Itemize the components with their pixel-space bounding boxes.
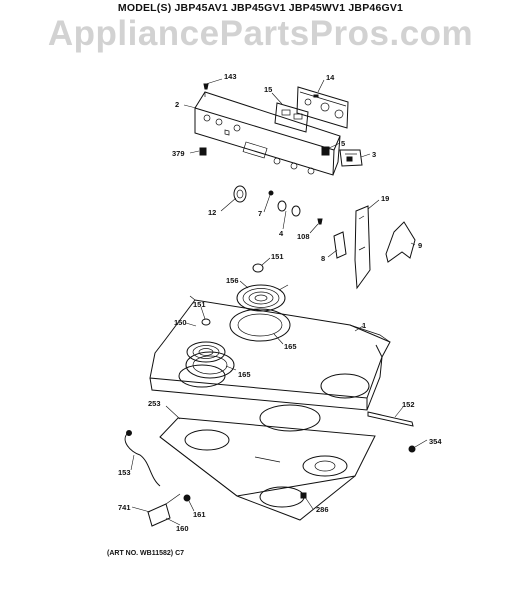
receptacle-151-upper xyxy=(252,263,264,273)
receptacle-151-lower xyxy=(201,318,211,326)
clip-286 xyxy=(300,492,307,499)
model-list-header: MODEL(S) JBP45AV1 JBP45GV1 JBP45WV1 JBP4… xyxy=(117,2,404,14)
screw-161 xyxy=(183,494,191,502)
switch-5 xyxy=(321,146,330,156)
screw-143 xyxy=(203,83,209,90)
leader-lines xyxy=(130,78,428,526)
callout-7: 7 xyxy=(258,209,262,218)
fastener-108 xyxy=(317,218,323,225)
clock-timer-module xyxy=(296,86,349,129)
callout-354: 354 xyxy=(429,437,442,446)
terminal-block-160 xyxy=(147,493,181,527)
drip-pan-165-lower xyxy=(185,351,235,379)
infinite-switch-3 xyxy=(339,149,363,167)
callout-253: 253 xyxy=(148,399,161,408)
clip-379 xyxy=(199,147,207,156)
watermark: AppliancePartsPros.com xyxy=(47,14,474,53)
callout-5: 5 xyxy=(341,139,345,148)
bracket-19 xyxy=(354,205,371,290)
knob-12 xyxy=(233,185,247,203)
art-number: (ART NO. WB11582) C7 xyxy=(107,550,185,557)
callout-19: 19 xyxy=(381,194,389,203)
support-rod-152 xyxy=(367,411,414,427)
drip-pan-165-upper xyxy=(229,308,291,342)
callout-143: 143 xyxy=(224,72,237,81)
callout-9: 9 xyxy=(418,241,422,250)
callout-4: 4 xyxy=(279,229,284,238)
callout-2: 2 xyxy=(175,100,179,109)
screw-354 xyxy=(408,445,416,453)
callout-156: 156 xyxy=(226,276,239,285)
callout-14: 14 xyxy=(326,73,335,82)
bracket-9 xyxy=(385,221,416,263)
callout-379: 379 xyxy=(172,149,185,158)
callout-1: 1 xyxy=(362,321,366,330)
overlay-panel xyxy=(274,102,309,133)
callout-3: 3 xyxy=(372,150,376,159)
callout-8: 8 xyxy=(321,254,325,263)
clip-7 xyxy=(268,190,274,196)
callout-151-upper: 151 xyxy=(271,252,284,261)
bracket-8 xyxy=(333,231,347,259)
callout-161: 161 xyxy=(193,510,206,519)
callout-165-upper: 165 xyxy=(284,342,297,351)
callout-286: 286 xyxy=(316,505,329,514)
surface-element-156 xyxy=(236,284,289,312)
callout-12: 12 xyxy=(208,208,216,217)
callout-153: 153 xyxy=(118,468,131,477)
callout-15: 15 xyxy=(264,85,272,94)
backsplash-panel xyxy=(194,91,341,176)
callout-741: 741 xyxy=(118,503,131,512)
callout-108: 108 xyxy=(297,232,310,241)
callout-150: 150 xyxy=(174,318,187,327)
burner-box-253 xyxy=(159,417,376,521)
knobs-4 xyxy=(277,200,301,217)
cooktop xyxy=(149,295,391,432)
callout-152: 152 xyxy=(402,400,415,409)
callout-151-lower: 151 xyxy=(193,300,206,309)
wire-lead-153 xyxy=(124,430,161,487)
callout-165-lower: 165 xyxy=(238,370,251,379)
callout-160: 160 xyxy=(176,524,189,533)
surface-element-150 xyxy=(186,341,226,363)
